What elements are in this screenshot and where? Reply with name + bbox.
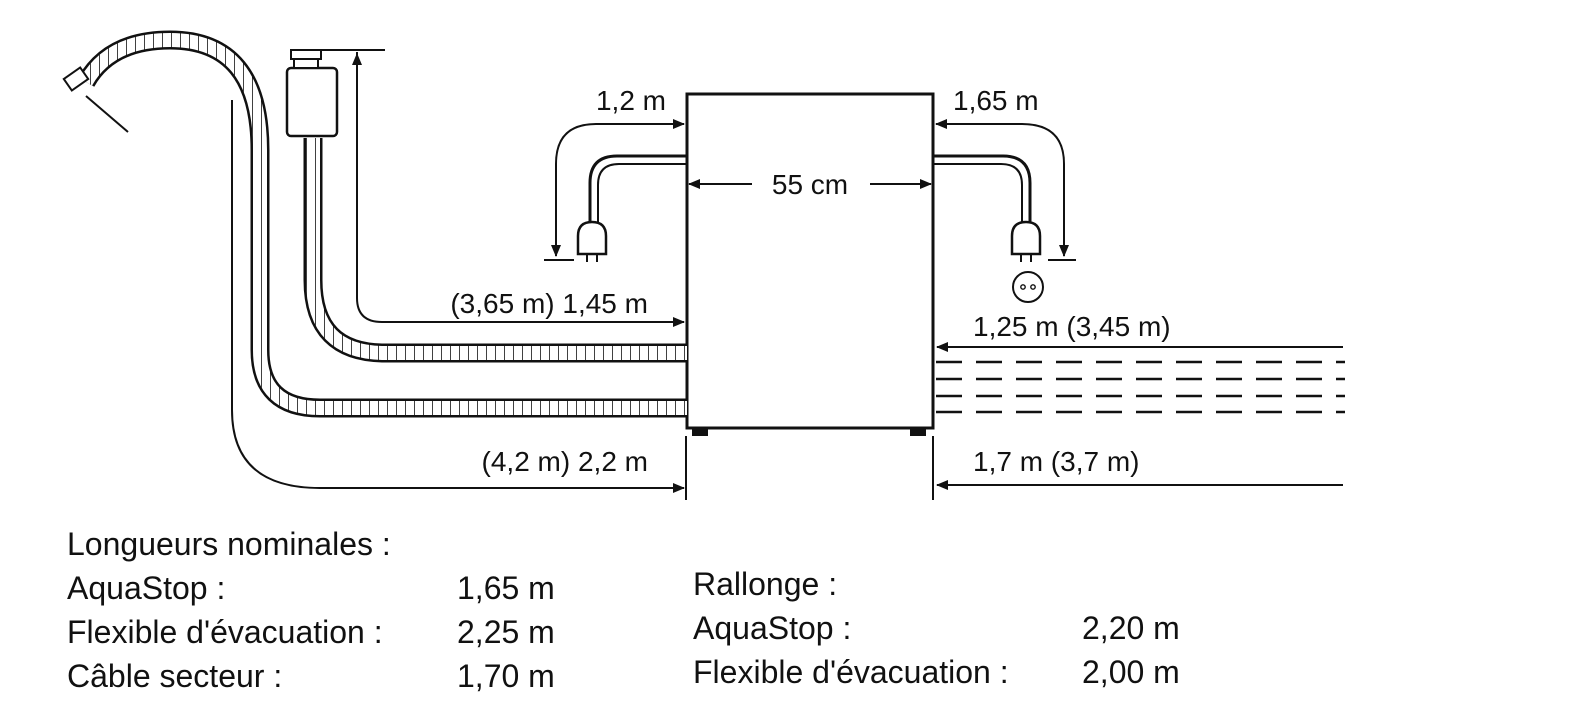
legend-value: 2,20 m [1082,610,1180,646]
legend-row: Câble secteur : 1,70 m [67,654,555,698]
right-upper-label: 1,25 m (3,45 m) [973,311,1171,342]
aquastop-length-label: 1,2 m [596,85,666,116]
dishwasher-foot-right [910,428,926,436]
legend-nominal: Longueurs nominales : AquaStop : 1,65 m … [67,522,555,698]
legend-nominal-title: Longueurs nominales : [67,526,391,562]
legend-row: Flexible d'évacuation : 2,25 m [67,610,555,654]
legend-label: Câble secteur : [67,658,283,694]
legend-value: 1,65 m [457,570,555,606]
wall-socket-icon [1012,271,1044,303]
legend-extension: Rallonge : AquaStop : 2,20 m Flexible d'… [693,562,1180,694]
right-extension-dashes [936,360,1345,414]
plug-icon [576,220,608,262]
legend-label: Flexible d'évacuation : [67,614,383,650]
width-dimension: 55 cm [688,169,932,200]
connection-diagram: 55 cm (4,2 m) 2,2 m (3,65 m) 1,45 m [62,30,1345,500]
legend-label: AquaStop : [693,610,852,646]
legend-label: Flexible d'évacuation : [693,654,1009,690]
right-lower-label: 1,7 m (3,7 m) [973,446,1139,477]
legend-label: AquaStop : [67,570,226,606]
aquastop-hose-outer [77,30,687,418]
legend-value: 1,70 m [457,658,555,694]
right-cable [933,154,1032,226]
plug-icon [1010,220,1042,262]
legend-value: 2,00 m [1082,654,1180,690]
width-label: 55 cm [772,169,848,200]
legend-value: 2,25 m [457,614,555,650]
legend-row: AquaStop : 1,65 m [67,566,555,610]
legend-row: Flexible d'évacuation : 2,00 m [693,650,1180,694]
aquastop-valve-icon [285,49,385,138]
drain-hose-inner [303,138,687,363]
left-cable [588,154,687,226]
drain-length-label: (3,65 m) 1,45 m [450,288,648,319]
tap-icon [62,66,129,133]
aquastop-floor-label: (4,2 m) 2,2 m [482,446,648,477]
power-length-label: 1,65 m [953,85,1039,116]
dishwasher-body [685,92,935,430]
legend-extension-title: Rallonge : [693,566,838,602]
dishwasher-foot-left [692,428,708,436]
legend-row: AquaStop : 2,20 m [693,606,1180,650]
